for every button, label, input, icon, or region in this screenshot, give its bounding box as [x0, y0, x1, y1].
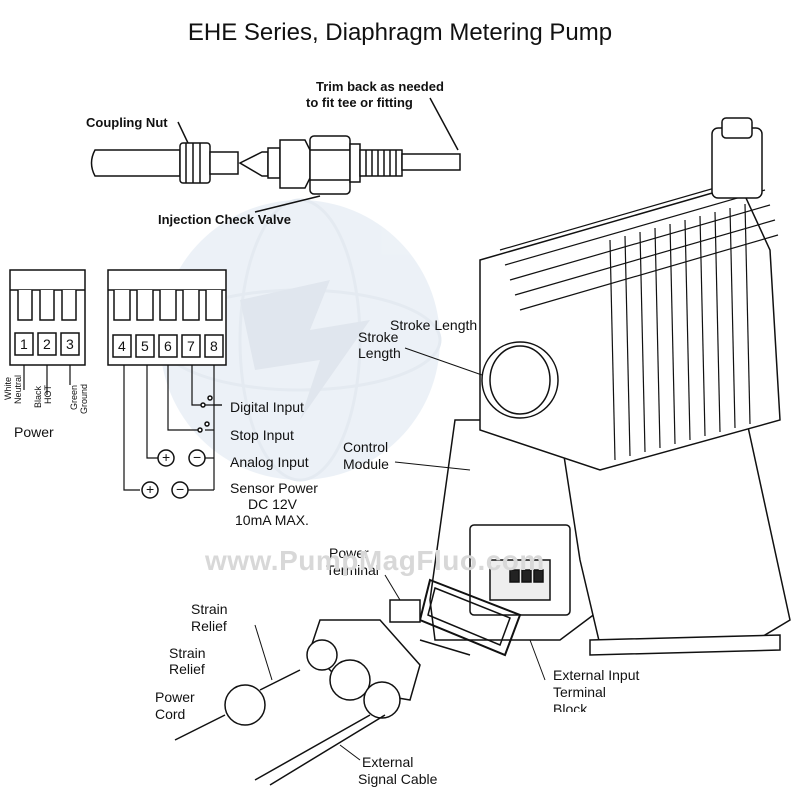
signal-terminal-7: 7	[187, 338, 195, 354]
strain-relief-2-label-2: Relief	[169, 661, 205, 677]
external-signal-label-2: Signal Cable	[358, 771, 438, 787]
digital-input-label: Digital Input	[230, 399, 304, 415]
power-terminal-1: 1	[20, 336, 28, 352]
coupling-nut-label: Coupling Nut	[86, 115, 168, 130]
injection-check-valve-label: Injection Check Valve	[158, 212, 291, 227]
power-terminal-2: 2	[43, 336, 51, 352]
wire-ground-label: Ground	[79, 383, 89, 414]
power-terminal-label-2: Terminal	[326, 562, 379, 578]
wire-hot-label: HOT	[43, 385, 53, 404]
power-terminal-label-1: Power	[329, 545, 369, 561]
external-input-label-1: External Input	[553, 667, 640, 683]
leader-lines	[254, 347, 546, 761]
trim-back-label-2: to fit tee or fitting	[306, 95, 413, 110]
stroke-length-side-label-1: Stroke	[358, 329, 399, 345]
power-block-label: Power	[14, 424, 54, 440]
signal-terminal-block	[107, 269, 227, 499]
sensor-spec-current: 10mA MAX.	[235, 512, 309, 528]
stroke-length-side-label-2: Length	[358, 345, 401, 361]
gland-assembly	[174, 578, 522, 786]
power-terminal-block	[9, 269, 86, 395]
external-signal-label-1: External	[362, 754, 414, 770]
signal-terminal-4: 4	[118, 338, 126, 354]
power-terminal-3: 3	[66, 336, 74, 352]
stop-input-label: Stop Input	[230, 427, 294, 443]
globe-watermark	[158, 198, 442, 482]
signal-terminal-8: 8	[210, 338, 218, 354]
external-input-label-3: Block	[553, 702, 588, 712]
signal-terminal-5: 5	[141, 338, 149, 354]
sensor-minus-symbol: −	[176, 481, 185, 497]
strain-relief-2-label-1: Strain	[169, 645, 206, 661]
website-watermark: www.PumpMagFluo.com	[205, 545, 545, 576]
control-module-label-2: Module	[343, 456, 389, 472]
sensor-spec-voltage: DC 12V	[248, 496, 298, 512]
power-cord-label-1: Power	[155, 689, 195, 705]
analog-input-label: Analog Input	[230, 454, 309, 470]
strain-relief-1-label-2: Relief	[191, 618, 227, 634]
tubing-assembly	[90, 97, 461, 213]
sensor-plus-symbol: +	[146, 481, 155, 497]
diagram-title: EHE Series, Diaphragm Metering Pump	[187, 19, 613, 46]
pump-body	[429, 117, 791, 656]
sensor-power-label: Sensor Power	[230, 480, 318, 496]
external-input-label-2: Terminal	[553, 684, 606, 700]
wire-neutral-label: Neutral	[13, 374, 23, 404]
power-cord-label-2: Cord	[155, 706, 186, 722]
control-module-label-1: Control	[343, 439, 389, 455]
signal-terminal-6: 6	[164, 338, 172, 354]
stroke-length-top-label: Stroke Length	[390, 317, 478, 333]
analog-plus-symbol: +	[162, 449, 171, 465]
trim-back-label-1: Trim back as needed	[316, 79, 444, 94]
analog-minus-symbol: −	[193, 449, 202, 465]
strain-relief-1-label-1: Strain	[191, 601, 228, 617]
